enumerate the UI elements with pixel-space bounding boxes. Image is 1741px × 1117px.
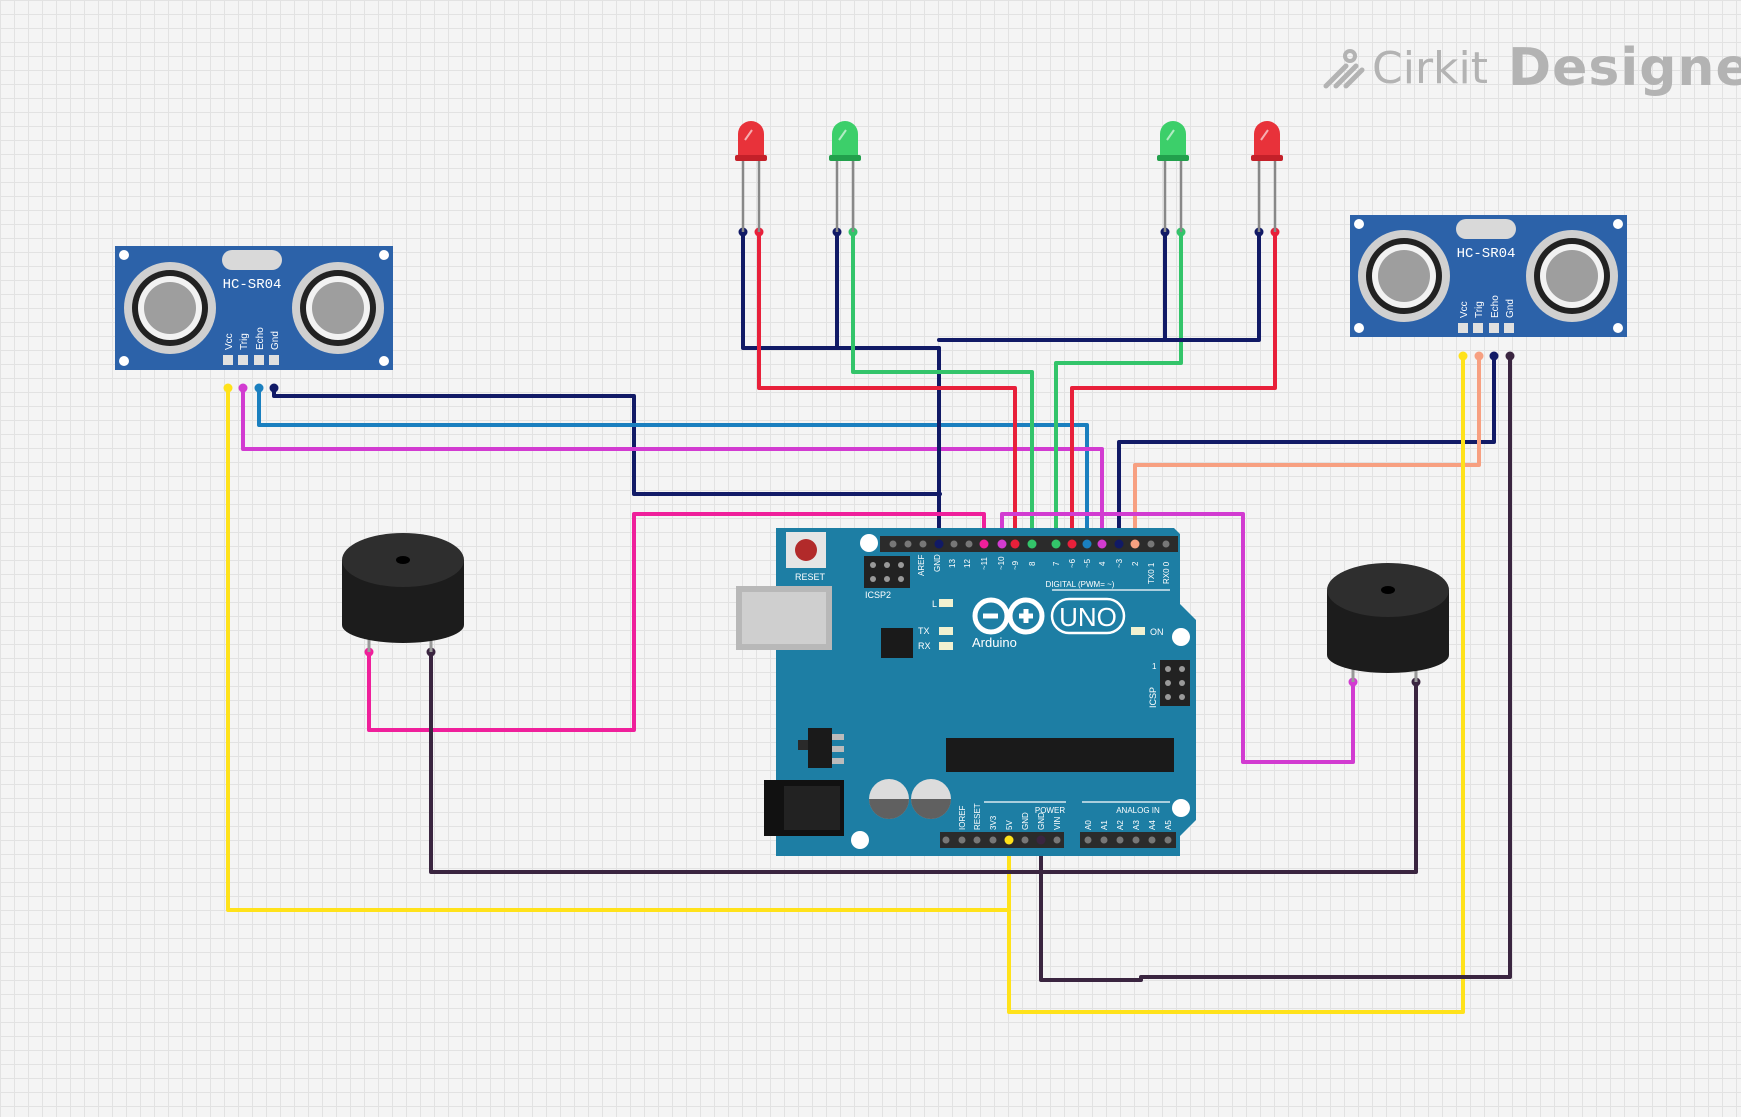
- pin-label-gnd: GND: [933, 554, 942, 572]
- pin-label-vin: VIN: [1053, 816, 1062, 830]
- pin-label-a1: A1: [1100, 820, 1109, 830]
- uno-label: UNO: [1059, 602, 1117, 632]
- led-1[interactable]: [735, 121, 767, 232]
- pin-label-7: 7: [1052, 561, 1061, 566]
- ultrasonic-sensor-left[interactable]: HC-SR04 Vcc Trig Echo Gnd: [115, 246, 393, 370]
- icsp2-header: ICSP2: [864, 556, 910, 600]
- icsp-label: ICSP: [1148, 687, 1158, 708]
- analog-header: [1080, 832, 1176, 848]
- sensor-left-pin-echo: Echo: [255, 327, 266, 350]
- analog-label: ANALOG IN: [1116, 806, 1160, 815]
- pin-label-6: ~6: [1068, 558, 1077, 568]
- wire-led4-cathode[interactable]: [1163, 230, 1261, 342]
- pin-label-a5: A5: [1164, 820, 1173, 830]
- pin-label-8: 8: [1028, 561, 1037, 566]
- sensor-right-pin-vcc: Vcc: [1459, 301, 1470, 318]
- wire-buzzer2-positive[interactable]: [1000, 512, 1355, 764]
- pin-label-13: 13: [948, 559, 957, 568]
- pin-label-a3: A3: [1132, 820, 1141, 830]
- wire-led2-anode[interactable]: [851, 230, 1034, 546]
- pin-label-a4: A4: [1148, 820, 1157, 830]
- pin-label-12: 12: [963, 559, 972, 568]
- tx-led-label: TX: [918, 626, 930, 636]
- rx-led-label: RX: [918, 641, 931, 651]
- led-3[interactable]: [1157, 121, 1189, 232]
- pin-label-10: ~10: [997, 556, 1006, 570]
- sensor-left-pin-gnd: Gnd: [270, 331, 281, 350]
- wire-led1-anode[interactable]: [757, 230, 1017, 546]
- led-4[interactable]: [1251, 121, 1283, 232]
- reset-label: RESET: [795, 572, 826, 582]
- arduino-uno-board[interactable]: RESET ICSP2 AREF GND 13 12 ~11: [736, 528, 1196, 856]
- sensor-left-pin-trig: Trig: [239, 333, 250, 350]
- pin-label-a0: A0: [1084, 820, 1093, 830]
- wire-led3-cathode[interactable]: [937, 230, 1167, 342]
- atmega-chip: [946, 738, 1174, 772]
- icsp2-label: ICSP2: [865, 590, 891, 600]
- pin-label-9: ~9: [1011, 560, 1020, 570]
- wire-buzzer1-positive[interactable]: [367, 512, 986, 732]
- capacitors: [869, 779, 951, 819]
- wire-sensor1-gnd[interactable]: [272, 386, 942, 496]
- sensor-left-model: HC-SR04: [223, 277, 282, 293]
- ultrasonic-sensor-right[interactable]: HC-SR04 Vcc Trig Echo Gnd: [1350, 215, 1627, 337]
- on-led-label: ON: [1150, 627, 1164, 637]
- wires: [226, 230, 1512, 1014]
- wire-led2-cathode[interactable]: [835, 230, 941, 350]
- pin-label-2: 2: [1131, 561, 1140, 566]
- cirkit-logo-icon: [1323, 49, 1365, 89]
- buzzer-left[interactable]: [342, 533, 464, 652]
- pin-label-a2: A2: [1116, 820, 1125, 830]
- pin-label-11: ~11: [980, 556, 989, 570]
- pin-label-4: 4: [1098, 561, 1107, 566]
- pin-label-aref: AREF: [917, 555, 926, 576]
- l-led-label: L: [932, 599, 937, 609]
- pin-label-5v: 5V: [1005, 820, 1014, 830]
- icsp-pin1-label: 1: [1152, 662, 1157, 671]
- brand-name-part1: Cirkit: [1372, 42, 1488, 94]
- pin-label-reset: RESET: [973, 803, 982, 830]
- buzzer-right[interactable]: [1327, 563, 1449, 682]
- sensor-right-pin-trig: Trig: [1474, 301, 1485, 318]
- wire-led4-anode[interactable]: [1070, 230, 1277, 546]
- pin-label-3: ~3: [1115, 558, 1124, 568]
- cirkit-designer-logo: Cirkit Designer: [1322, 38, 1741, 98]
- connected-pins: [934, 539, 1140, 845]
- pin-label-gnd-1: GND: [1021, 812, 1030, 830]
- wire-sensor1-echo[interactable]: [257, 386, 1089, 546]
- wire-sensor1-vcc[interactable]: [226, 386, 1011, 912]
- arduino-brand-label: Arduino: [972, 635, 1017, 650]
- sensor-right-pin-echo: Echo: [1490, 295, 1501, 318]
- pin-label-3v3: 3V3: [989, 815, 998, 830]
- wire-sensor1-trig[interactable]: [241, 386, 1104, 546]
- wire-led3-anode[interactable]: [1054, 230, 1183, 546]
- power-header: [940, 832, 1064, 848]
- voltage-regulator: [808, 728, 832, 768]
- wire-sensor2-vcc[interactable]: [1007, 354, 1465, 1014]
- digital-label: DIGITAL (PWM= ~): [1046, 580, 1115, 589]
- pin-label-5: ~5: [1083, 558, 1092, 568]
- wire-sensor2-gnd[interactable]: [1039, 354, 1512, 982]
- sensor-right-model: HC-SR04: [1457, 246, 1516, 262]
- brand-name-part2: Designer: [1508, 38, 1741, 98]
- sensor-left-pin-vcc: Vcc: [224, 333, 235, 350]
- wire-buzzer2-negative[interactable]: [1039, 680, 1418, 874]
- power-label: POWER: [1035, 806, 1065, 815]
- sensor-right-pin-gnd: Gnd: [1505, 299, 1516, 318]
- pin-label-ioref: IOREF: [958, 805, 967, 830]
- pin-label-gnd-2: GND: [1037, 812, 1046, 830]
- pin-label-rx: RX0 0: [1162, 561, 1171, 584]
- wire-sensor2-echo[interactable]: [1117, 354, 1496, 546]
- pin-label-tx: TX0 1: [1147, 562, 1156, 584]
- led-2[interactable]: [829, 121, 861, 232]
- wire-sensor2-trig[interactable]: [1133, 354, 1481, 546]
- icsp-header: ICSP 1: [1148, 660, 1190, 708]
- arduino-logo: [972, 597, 1045, 635]
